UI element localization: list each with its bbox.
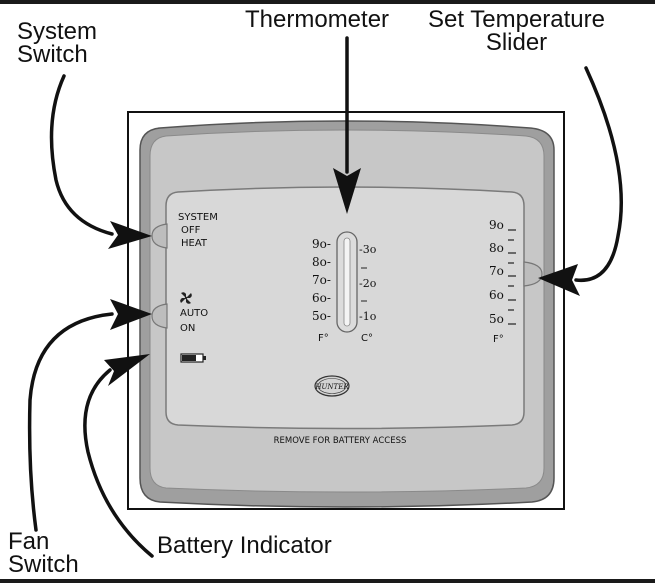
thermometer-f-unit: F° [318,333,329,344]
system-heat-label: HEAT [181,238,208,249]
fan-on-label: ON [180,323,195,334]
thermometer-f-tick: 8o- [312,255,331,269]
setpoint-slider-knob[interactable] [523,261,543,287]
bottom-rule [0,579,655,583]
battery-indicator-arrow [83,368,154,558]
logo-text: HUNTER [314,383,349,391]
thermometer-f-scale: 9o- 8o- 7o- 6o- 5o- F° [312,237,331,344]
battery-indicator-arrowhead [104,354,150,386]
system-label: SYSTEM [178,212,218,223]
setpoint-tick: 7o [489,264,504,278]
setpoint-tick: 9o [489,218,504,232]
thermometer-c-scale: -3o -2o -1o C° [359,243,377,344]
thermometer-c-tick: -1o [359,310,377,323]
callout-line: Fan [8,528,50,555]
thermometer-f-tick: 6o- [312,291,331,305]
setpoint-unit: F° [493,334,504,345]
callout-line: Slider [485,29,548,56]
thermometer-c-tick: -2o [359,277,377,290]
fan-switch-knob[interactable] [151,303,168,329]
callout-arrows [27,36,623,558]
fan-switch-arrowhead [110,299,152,330]
top-rule [0,0,655,4]
setpoint-tick: 5o [489,312,504,326]
battery-indicator-callout: Battery Indicator [157,532,332,559]
system-switch-arrowhead [108,221,152,249]
thermometer-f-tick: 9o- [312,237,331,251]
fan-auto-label: AUTO [180,308,208,319]
set-temperature-arrow [574,66,623,282]
battery-icon [180,353,206,363]
system-switch-knob[interactable] [151,223,168,249]
fan-icon [180,292,192,304]
callout-line: Switch [17,41,88,68]
setpoint-tick: 8o [489,241,504,255]
hunter-logo: HUNTER [314,375,350,397]
setpoint-tick: 6o [489,288,504,302]
callout-line: Set Temperature [428,6,605,33]
system-switch-callout: System Switch [17,18,98,68]
thermometer-f-tick: 5o- [312,309,331,323]
thermometer-c-tick: -3o [359,243,377,256]
callout-arrowheads [104,168,580,386]
thermometer-f-tick: 7o- [312,273,331,287]
thermometer-callout: Thermometer [245,6,390,33]
system-switch-arrow [49,74,114,236]
set-temperature-slider-callout: Set Temperature Slider [428,6,605,56]
set-temperature-arrowhead [538,264,580,296]
callout-line: System [17,18,98,45]
thermometer-c-unit: C° [361,333,373,344]
callout-line: Switch [8,551,79,578]
fan-switch-callout: Fan Switch [8,528,79,578]
thermometer-arrowhead [333,168,361,214]
battery-access-text: REMOVE FOR BATTERY ACCESS [274,436,407,446]
setpoint-scale: 9o 8o 7o 6o 5o F° [489,218,516,345]
thermometer-tube [336,231,358,333]
fan-switch-arrow [27,312,114,532]
system-off-label: OFF [181,225,201,236]
